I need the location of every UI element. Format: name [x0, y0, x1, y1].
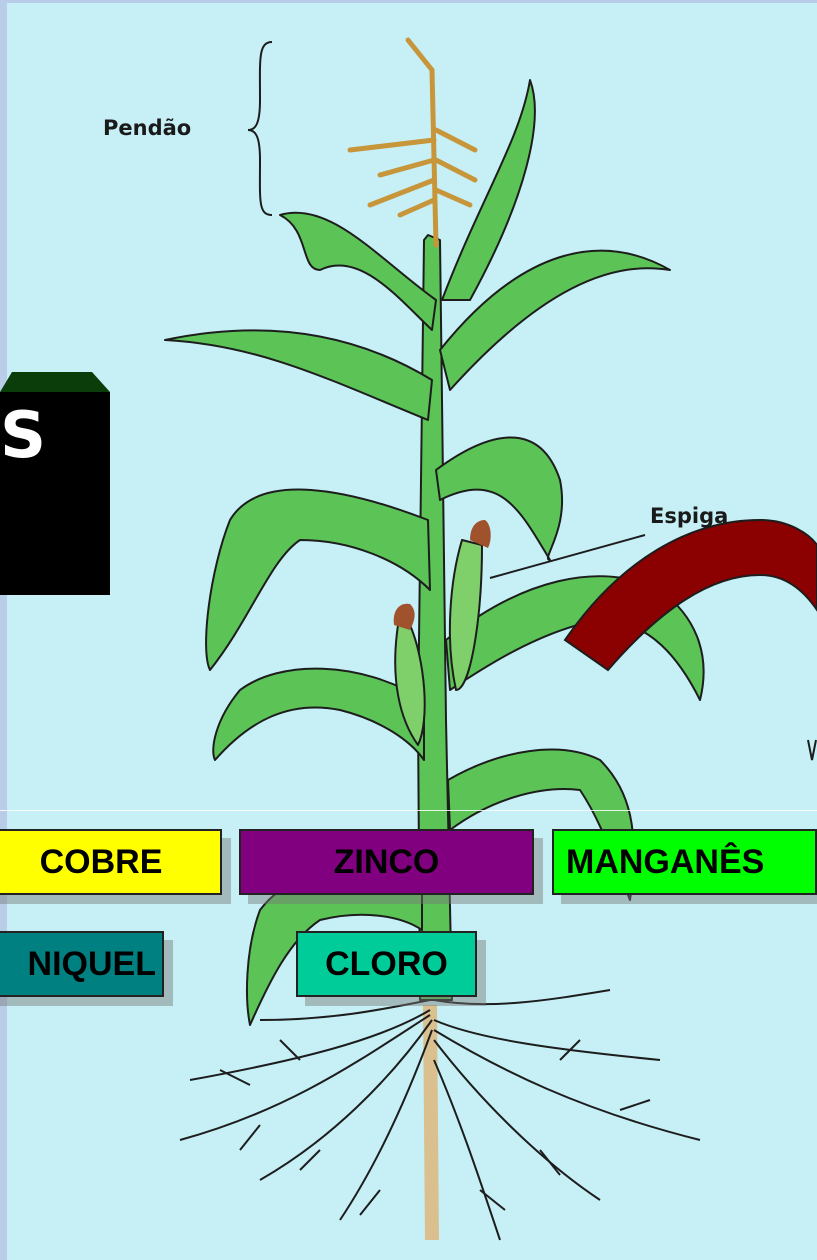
tassel — [350, 40, 475, 245]
ear-silk-lower — [394, 604, 415, 630]
element-label-zinco: ZINCO — [334, 843, 440, 882]
title-box-bevel — [0, 372, 110, 392]
element-label-cloro: CLORO — [325, 945, 448, 984]
element-box-manganes: MANGANÊS — [552, 829, 817, 895]
element-box-niquel: NIQUEL — [0, 931, 164, 997]
root-system — [180, 990, 700, 1240]
partial-mark — [808, 740, 816, 760]
element-box-cobre: COBRE — [0, 829, 222, 895]
element-label-niquel: NIQUEL — [28, 945, 156, 984]
title-text: S — [0, 400, 46, 472]
element-label-manganes: MANGANÊS — [566, 843, 764, 882]
element-box-zinco: ZINCO — [239, 829, 534, 895]
element-label-cobre: COBRE — [40, 843, 163, 882]
element-box-cloro: CLORO — [296, 931, 477, 997]
guide-line — [0, 810, 817, 811]
ear-label: Espiga — [650, 504, 728, 528]
ear-pointer-line — [490, 535, 645, 578]
tassel-brace — [248, 42, 272, 215]
tassel-label: Pendão — [103, 116, 191, 140]
